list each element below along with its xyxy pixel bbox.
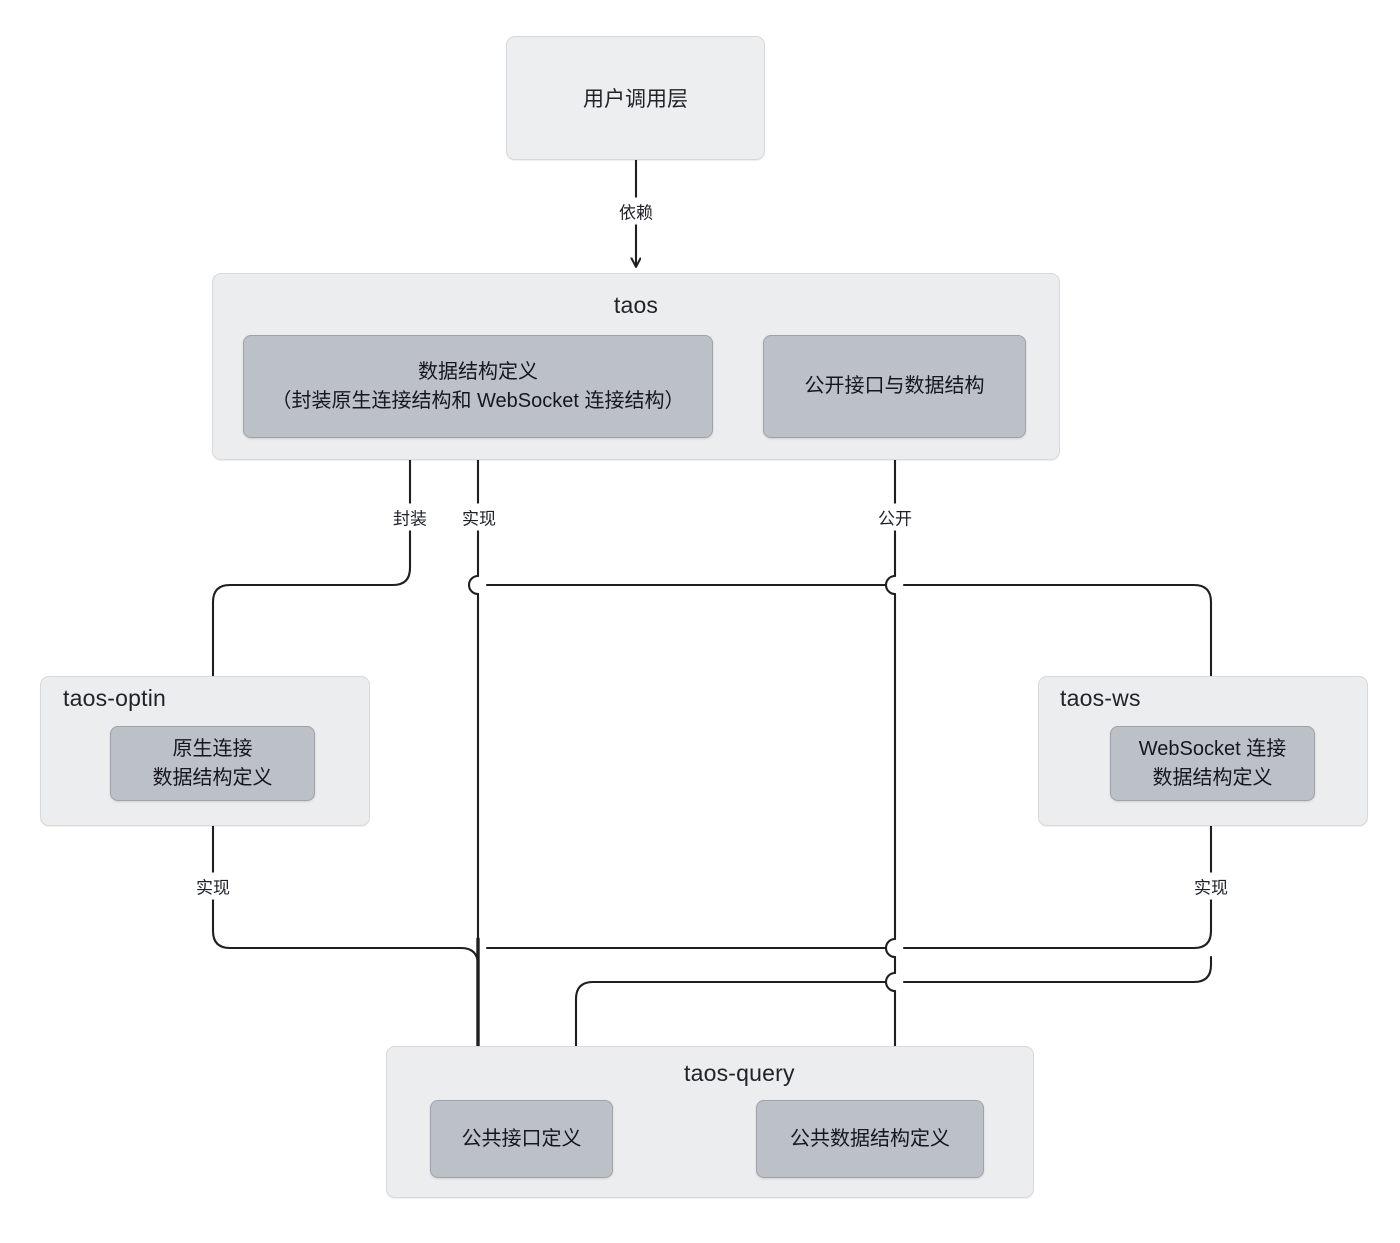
node-ws-data-struct[interactable]: WebSocket 连接 数据结构定义 xyxy=(1110,726,1315,801)
group-taos-ws-title: taos-ws xyxy=(1060,685,1141,711)
edge-implement-mid-jump1 xyxy=(467,574,480,596)
edge-implement-right xyxy=(485,824,1213,950)
group-taos-query-title: taos-query xyxy=(684,1060,795,1086)
node-optin-data-struct-line2: 数据结构定义 xyxy=(152,766,273,789)
edge-label-implement-mid: 实现 xyxy=(458,503,500,531)
node-query-public-interface[interactable]: 公共接口定义 xyxy=(430,1100,613,1178)
node-user-layer-label: 用户调用层 xyxy=(583,88,688,111)
edge-encapsulate xyxy=(213,446,412,703)
edge-publish-jump1 xyxy=(884,574,897,596)
group-taos-title: taos xyxy=(613,292,659,318)
node-taos-public-api-line1: 公开接口与数据结构 xyxy=(804,375,985,397)
node-taos-data-struct-line1: 数据结构定义 xyxy=(418,360,538,383)
node-taos-public-api[interactable]: 公开接口与数据结构 xyxy=(763,335,1026,438)
node-taos-data-struct-line2: （封装原生连接结构和 WebSocket 连接结构） xyxy=(271,389,685,412)
edge-label-encapsulate: 封装 xyxy=(389,503,431,531)
edge-publish-jump2 xyxy=(884,937,897,959)
edge-label-publish: 公开 xyxy=(874,503,916,531)
group-taos-optin-title: taos-optin xyxy=(63,685,167,711)
node-optin-data-struct-line1: 原生连接 xyxy=(172,737,253,760)
edge-publish-jump3 xyxy=(884,971,897,993)
node-user-layer[interactable]: 用户调用层 xyxy=(506,36,765,160)
node-taos-data-struct[interactable]: 数据结构定义 （封装原生连接结构和 WebSocket 连接结构） xyxy=(243,335,713,438)
node-ws-data-struct-line1: WebSocket 连接 xyxy=(1138,737,1287,760)
node-query-public-interface-line1: 公共接口定义 xyxy=(461,1127,582,1150)
node-ws-data-struct-line2: 数据结构定义 xyxy=(1152,766,1273,789)
node-query-public-struct[interactable]: 公共数据结构定义 xyxy=(756,1100,984,1178)
node-optin-data-struct[interactable]: 原生连接 数据结构定义 xyxy=(110,726,315,801)
node-query-public-struct-line1: 公共数据结构定义 xyxy=(790,1127,950,1150)
edge-implement-left xyxy=(211,824,480,967)
edge-label-dependency: 依赖 xyxy=(615,197,657,225)
edge-label-implement-left: 实现 xyxy=(192,872,234,900)
edge-label-implement-right: 实现 xyxy=(1190,872,1232,900)
